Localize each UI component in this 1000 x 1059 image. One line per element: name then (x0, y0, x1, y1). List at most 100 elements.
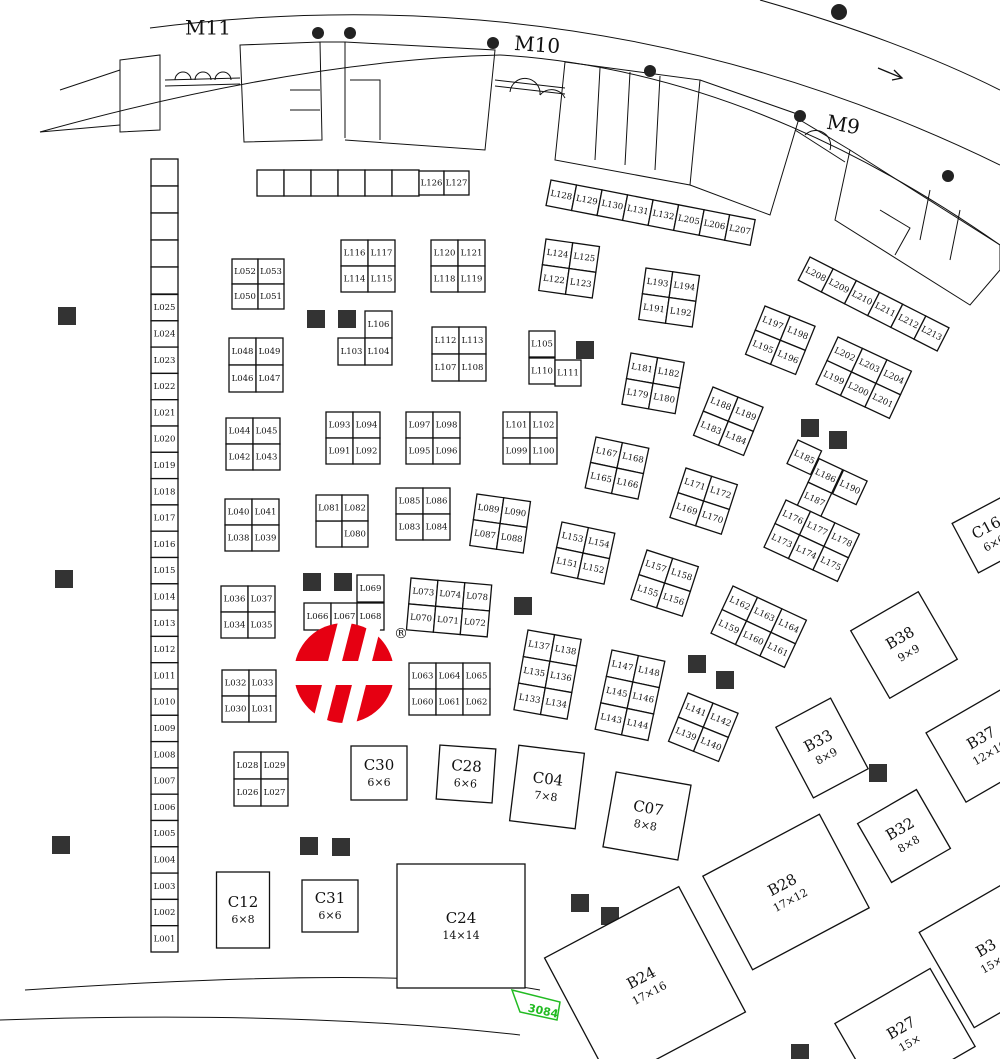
booth-l099[interactable]: L099 (502, 437, 531, 465)
booth-l037[interactable]: L037 (247, 585, 276, 613)
booth-l006[interactable]: L006 (150, 793, 179, 822)
booth-l094[interactable]: L094 (352, 411, 381, 439)
booth-l134[interactable]: L134 (539, 687, 573, 720)
booth-l069[interactable]: L069 (356, 574, 385, 603)
booth-l175[interactable]: L175 (812, 545, 850, 583)
booth-l060[interactable]: L060 (408, 688, 437, 716)
booth-l180[interactable]: L180 (647, 382, 681, 415)
booth-l046[interactable]: L046 (228, 364, 257, 393)
booth-l157[interactable]: L157 (638, 549, 674, 584)
booth-l081[interactable]: L081 (315, 494, 343, 522)
booth-l192[interactable]: L192 (664, 296, 697, 328)
booth-l030[interactable]: L030 (221, 695, 250, 723)
booth-l091[interactable]: L091 (325, 437, 354, 465)
booth-l121[interactable]: L121 (457, 239, 486, 267)
booth-l034[interactable]: L034 (220, 611, 249, 639)
booth-l163[interactable]: L163 (745, 596, 783, 634)
booth-l198[interactable]: L198 (779, 315, 816, 352)
booth-l117[interactable]: L117 (367, 239, 396, 267)
booth-l103[interactable]: L103 (337, 337, 366, 366)
booth-l027[interactable]: L027 (260, 778, 289, 807)
booth-l115[interactable]: L115 (367, 265, 396, 293)
booth-l208[interactable]: L208 (797, 256, 835, 293)
booth-l154[interactable]: L154 (582, 526, 616, 560)
booth-l201[interactable]: L201 (864, 382, 902, 420)
booth-l083[interactable]: L083 (395, 513, 424, 541)
booth-l131[interactable]: L131 (621, 194, 654, 227)
booth-l066[interactable]: L066 (303, 602, 332, 631)
booth-l126[interactable]: L126 (418, 170, 445, 196)
booth-l093[interactable]: L093 (325, 411, 354, 439)
booth-l026[interactable]: L026 (233, 778, 262, 807)
booth-l070[interactable]: L070 (405, 603, 437, 633)
booth-l072[interactable]: L072 (459, 607, 491, 638)
booth-l147[interactable]: L147 (605, 649, 640, 683)
booth-l146[interactable]: L146 (626, 681, 660, 715)
booth-l204[interactable]: L204 (875, 358, 913, 396)
booth-l111[interactable]: L111 (554, 359, 582, 387)
booth-l036[interactable]: L036 (220, 585, 249, 613)
booth-l194[interactable]: L194 (668, 271, 701, 302)
booth-l179[interactable]: L179 (621, 377, 654, 410)
booth-l012[interactable]: L012 (150, 635, 179, 664)
booth-l145[interactable]: L145 (600, 675, 634, 710)
booth-l159[interactable]: L159 (710, 608, 748, 646)
booth-l169[interactable]: L169 (669, 491, 705, 527)
booth-l039[interactable]: L039 (251, 524, 280, 552)
booth-l181[interactable]: L181 (625, 352, 659, 385)
booth-l206[interactable]: L206 (698, 209, 731, 242)
booth-l008[interactable]: L008 (150, 740, 179, 769)
booth-l106[interactable]: L106 (364, 310, 393, 339)
booth-l019[interactable]: L019 (150, 451, 179, 480)
booth-l061[interactable]: L061 (435, 688, 464, 716)
booth-l007[interactable]: L007 (150, 767, 179, 795)
booth-l088[interactable]: L088 (495, 522, 528, 554)
booth-l196[interactable]: L196 (769, 339, 807, 376)
booth-l051[interactable]: L051 (257, 283, 285, 310)
booth-l164[interactable]: L164 (770, 607, 808, 645)
booth-l202[interactable]: L202 (826, 336, 864, 373)
booth-l084[interactable]: L084 (422, 513, 451, 541)
booth-l205[interactable]: L205 (672, 204, 705, 237)
booth-l031[interactable]: L031 (248, 695, 277, 723)
booth-l087[interactable]: L087 (469, 519, 501, 550)
booth-l085[interactable]: L085 (395, 487, 424, 515)
booth-l063[interactable]: L063 (408, 662, 437, 690)
booth-l187[interactable]: L187 (796, 481, 833, 518)
booth-l203[interactable]: L203 (850, 347, 888, 385)
booth-l018[interactable]: L018 (150, 477, 179, 506)
booth-l123[interactable]: L123 (564, 267, 597, 299)
booth-l122[interactable]: L122 (538, 264, 570, 295)
booth-l197[interactable]: L197 (754, 305, 791, 342)
booth-l199[interactable]: L199 (815, 359, 853, 397)
booth-l086[interactable]: L086 (422, 487, 451, 515)
booth-l050[interactable]: L050 (231, 283, 259, 310)
booth-l112[interactable]: L112 (431, 326, 460, 355)
booth-l139[interactable]: L139 (667, 716, 705, 753)
booth-l045[interactable]: L045 (252, 417, 281, 445)
booth-l209[interactable]: L209 (820, 267, 858, 305)
booth-l125[interactable]: L125 (568, 242, 601, 273)
booth-l129[interactable]: L129 (570, 184, 603, 217)
booth-l032[interactable]: L032 (221, 669, 250, 697)
booth-l140[interactable]: L140 (692, 726, 730, 763)
booth-l137[interactable]: L137 (522, 629, 556, 663)
booth-l116[interactable]: L116 (340, 239, 369, 267)
booth-l128[interactable]: L128 (545, 179, 578, 212)
booth-l073[interactable]: L073 (408, 577, 439, 607)
booth-l144[interactable]: L144 (620, 707, 655, 742)
booth-l033[interactable]: L033 (248, 669, 277, 697)
booth-l003[interactable]: L003 (150, 872, 179, 901)
booth-l155[interactable]: L155 (630, 573, 666, 609)
booth-l044[interactable]: L044 (225, 417, 254, 445)
booth-l105[interactable]: L105 (528, 330, 556, 358)
booth-l156[interactable]: L156 (655, 582, 692, 617)
booth-l132[interactable]: L132 (647, 199, 680, 232)
booth-l071[interactable]: L071 (432, 605, 464, 636)
